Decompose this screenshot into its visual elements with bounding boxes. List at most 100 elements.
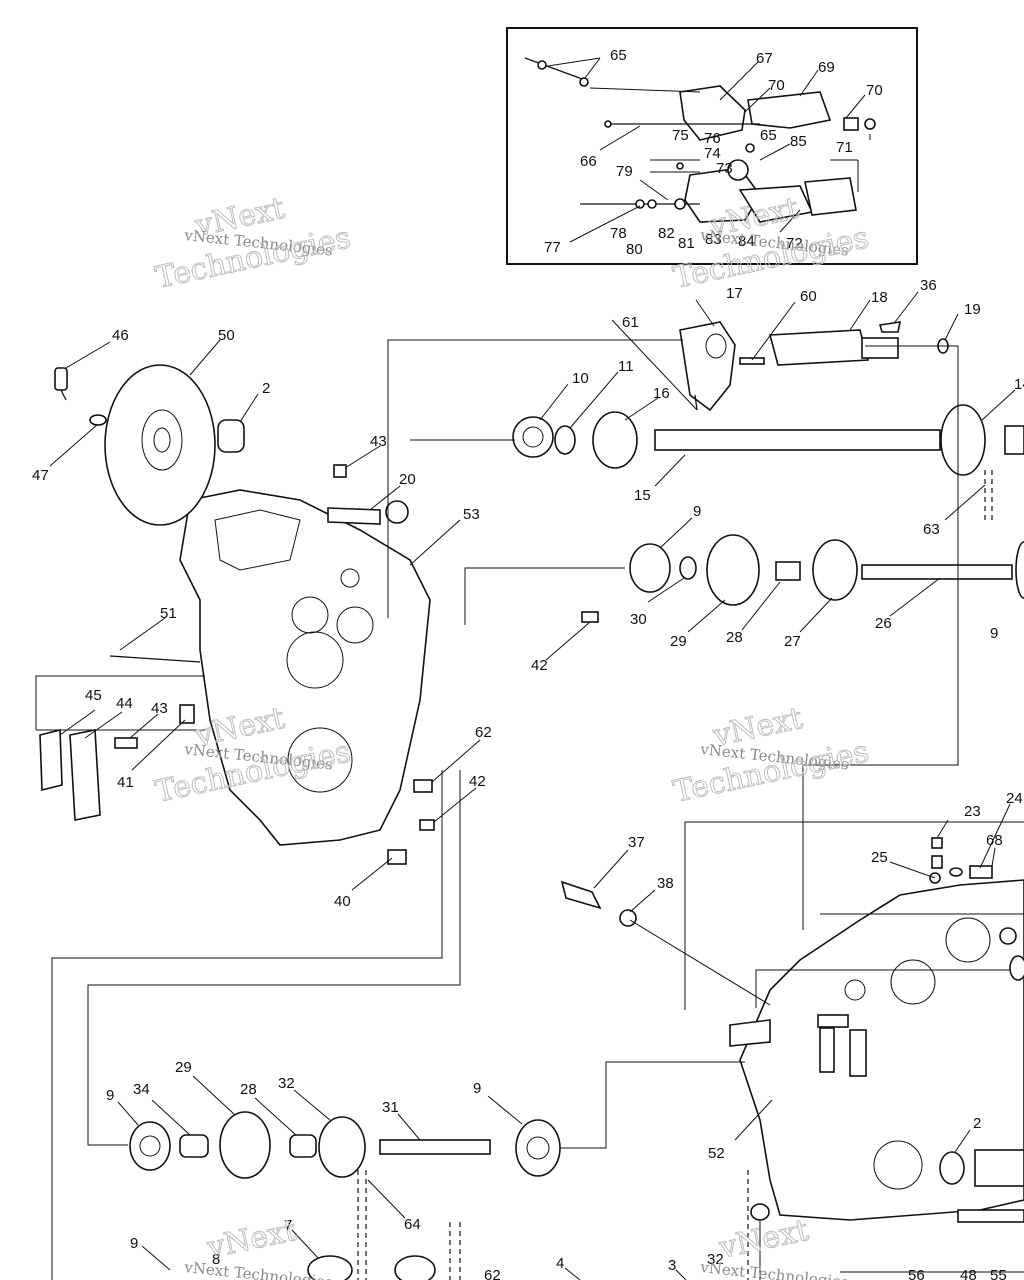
callout-9: 9 bbox=[473, 1080, 481, 1097]
callout-79: 79 bbox=[616, 163, 633, 180]
callout-40: 40 bbox=[334, 893, 351, 910]
right-housing-52 bbox=[729, 879, 1024, 1221]
upper-shaft-assembly bbox=[512, 321, 1024, 476]
callout-9: 9 bbox=[693, 503, 701, 520]
callout-62: 62 bbox=[484, 1267, 501, 1280]
callout-47: 47 bbox=[32, 467, 49, 484]
middle-shaft-assembly bbox=[629, 534, 1024, 606]
inset-leaders bbox=[547, 57, 871, 243]
svg-text:vNext: vNext bbox=[715, 1213, 811, 1266]
callout-7: 7 bbox=[284, 1217, 292, 1234]
callout-74: 74 bbox=[704, 145, 721, 162]
callout-81: 81 bbox=[678, 235, 695, 252]
callout-60: 60 bbox=[800, 288, 817, 305]
callout-68: 68 bbox=[986, 832, 1003, 849]
callout-11: 11 bbox=[618, 358, 634, 375]
callout-2: 2 bbox=[262, 380, 270, 397]
callout-73: 73 bbox=[716, 160, 733, 177]
callout-56: 56 bbox=[908, 1267, 925, 1280]
callout-83: 83 bbox=[705, 231, 722, 248]
callout-70: 70 bbox=[866, 82, 883, 99]
callout-78: 78 bbox=[610, 225, 627, 242]
callout-38: 38 bbox=[657, 875, 674, 892]
callout-80: 80 bbox=[626, 241, 643, 258]
callout-18: 18 bbox=[871, 289, 888, 306]
dashed-chains bbox=[357, 470, 993, 1280]
right-small-parts bbox=[560, 837, 1024, 1223]
callout-42: 42 bbox=[531, 657, 548, 674]
callout-45: 45 bbox=[85, 687, 102, 704]
callout-75: 75 bbox=[672, 127, 689, 144]
callout-29: 29 bbox=[175, 1059, 192, 1076]
callout-31: 31 bbox=[382, 1099, 399, 1116]
callout-9: 9 bbox=[106, 1087, 114, 1104]
callout-65: 65 bbox=[760, 127, 777, 144]
callout-28: 28 bbox=[726, 629, 743, 646]
callout-32: 32 bbox=[278, 1075, 295, 1092]
callout-25: 25 bbox=[871, 849, 888, 866]
callout-62: 62 bbox=[475, 724, 492, 741]
callout-44: 44 bbox=[116, 695, 133, 712]
callout-52: 52 bbox=[708, 1145, 725, 1162]
callout-14: 14 bbox=[1014, 376, 1024, 393]
assembly-guide-lines bbox=[35, 339, 1024, 1280]
callout-64: 64 bbox=[404, 1216, 421, 1233]
watermark-top-left: vNext vNext Technologies Technologies bbox=[152, 190, 354, 296]
disc-50 bbox=[104, 364, 216, 526]
callout-23: 23 bbox=[964, 803, 981, 820]
callout-36: 36 bbox=[920, 277, 937, 294]
callout-28: 28 bbox=[240, 1081, 257, 1098]
callout-9: 9 bbox=[130, 1235, 138, 1252]
callout-53: 53 bbox=[463, 506, 480, 523]
callout-15: 15 bbox=[634, 487, 651, 504]
callout-32: 32 bbox=[707, 1251, 724, 1268]
callout-37: 37 bbox=[628, 834, 645, 851]
callout-2: 2 bbox=[973, 1115, 981, 1132]
callout-61: 61 bbox=[622, 314, 639, 331]
callout-84: 84 bbox=[738, 233, 755, 250]
callout-82: 82 bbox=[658, 225, 675, 242]
svg-text:vNext: vNext bbox=[203, 1213, 299, 1266]
callout-70: 70 bbox=[768, 77, 785, 94]
svg-text:vNext Technologies: vNext Technologies bbox=[699, 1258, 850, 1280]
callout-43: 43 bbox=[370, 433, 387, 450]
callout-48: 48 bbox=[960, 1267, 977, 1280]
callout-50: 50 bbox=[218, 327, 235, 344]
callout-10: 10 bbox=[572, 370, 589, 387]
leader-lines bbox=[49, 291, 1016, 1280]
callout-20: 20 bbox=[399, 471, 416, 488]
callout-4: 4 bbox=[556, 1255, 564, 1272]
callout-27: 27 bbox=[784, 633, 801, 650]
callout-66: 66 bbox=[580, 153, 597, 170]
callout-42: 42 bbox=[469, 773, 486, 790]
callout-67: 67 bbox=[756, 50, 773, 67]
callout-72: 72 bbox=[786, 235, 803, 252]
callout-69: 69 bbox=[818, 59, 835, 76]
callout-3: 3 bbox=[668, 1257, 676, 1274]
callout-9: 9 bbox=[990, 625, 998, 642]
watermark-middle-right: vNext vNext Technologies Technologies bbox=[670, 700, 872, 810]
callout-65: 65 bbox=[610, 47, 627, 64]
callout-46: 46 bbox=[112, 327, 129, 344]
callout-71: 71 bbox=[836, 139, 853, 156]
callout-labels: 65 67 70 69 70 75 76 65 85 66 74 71 73 7… bbox=[32, 47, 1024, 1280]
callout-8: 8 bbox=[212, 1251, 220, 1268]
left-small-parts bbox=[39, 367, 599, 865]
callout-34: 34 bbox=[133, 1081, 150, 1098]
callout-77: 77 bbox=[544, 239, 561, 256]
callout-19: 19 bbox=[964, 301, 981, 318]
callout-26: 26 bbox=[875, 615, 892, 632]
left-housing-53 bbox=[179, 489, 431, 846]
callout-41: 41 bbox=[117, 774, 134, 791]
watermark-bottom-right: vNext vNext Technologies bbox=[699, 1212, 850, 1280]
callout-51: 51 bbox=[160, 605, 177, 622]
callout-30: 30 bbox=[630, 611, 647, 628]
callout-16: 16 bbox=[653, 385, 670, 402]
callout-17: 17 bbox=[726, 285, 743, 302]
callout-63: 63 bbox=[923, 521, 940, 538]
callout-76: 76 bbox=[704, 130, 721, 147]
callout-24: 24 bbox=[1006, 790, 1023, 807]
callout-43: 43 bbox=[151, 700, 168, 717]
callout-55: 55 bbox=[990, 1267, 1007, 1280]
